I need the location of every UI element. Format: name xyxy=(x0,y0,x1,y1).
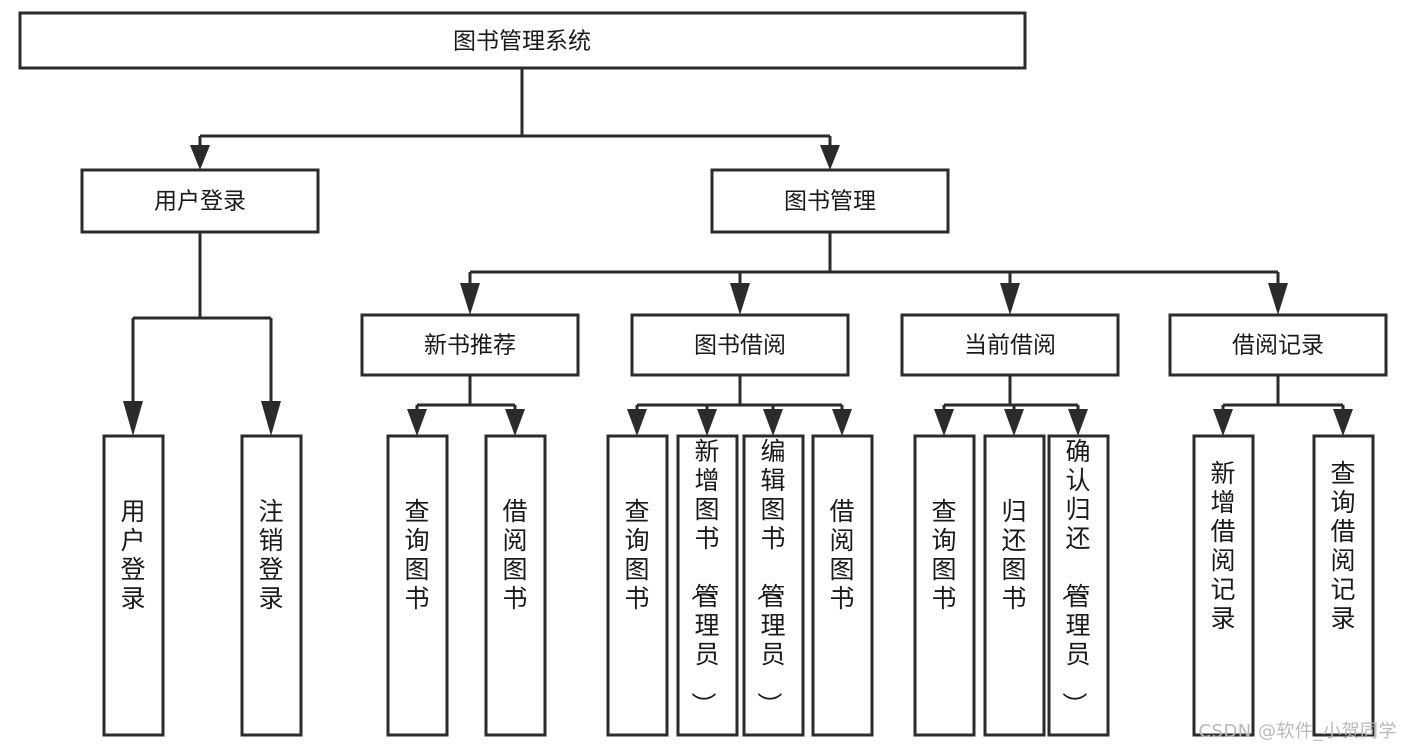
book-borrow-box xyxy=(630,313,850,377)
new-book-recommend-label: 新书推荐 xyxy=(424,333,516,359)
node-leaf-user-login[interactable]: 用户登录 xyxy=(102,434,165,737)
leaf-query-book-3-label: 查询图书 xyxy=(931,497,956,613)
node-user-login[interactable]: 用户登录 xyxy=(80,168,320,234)
root-label: 图书管理系统 xyxy=(453,29,591,55)
leaf-query-book-2-box xyxy=(606,434,669,737)
arrow-to-new-book-recommend xyxy=(460,283,480,315)
node-borrow-record[interactable]: 借阅记录 xyxy=(1168,313,1388,377)
node-leaf-borrow-book-1[interactable]: 借阅图书 xyxy=(484,434,547,737)
arrow-to-leaf-borrow-book-1 xyxy=(505,409,525,436)
leaf-add-book-box xyxy=(676,434,739,737)
leaf-user-login-label: 用户登录 xyxy=(120,497,145,613)
leaf-logout-label: 注销登录 xyxy=(258,497,283,613)
leaf-return-book-label: 归还图书 xyxy=(1001,497,1026,613)
leaf-query-record-label: 查询借阅记录 xyxy=(1330,459,1355,633)
leaf-borrow-book-1-box xyxy=(484,434,547,737)
node-leaf-borrow-book-2[interactable]: 借阅图书 xyxy=(811,434,874,737)
watermark-text: CSDN @软件_小贺同学 xyxy=(1198,721,1397,742)
leaf-confirm-return-box xyxy=(1047,434,1110,737)
current-borrow-box xyxy=(900,313,1120,377)
arrow-to-book-borrow xyxy=(730,283,750,315)
leaf-return-book-box xyxy=(983,434,1046,737)
borrow-record-box xyxy=(1168,313,1388,377)
leaf-borrow-book-2-box xyxy=(811,434,874,737)
node-leaf-query-book-3[interactable]: 查询图书 xyxy=(913,434,976,737)
leaf-add-book-label: 新增图书（管理员） xyxy=(688,437,719,717)
leaf-borrow-book-2-label: 借阅图书 xyxy=(829,497,854,613)
node-leaf-confirm-return[interactable]: 确认归还（管理员） xyxy=(1047,434,1110,737)
node-leaf-add-record[interactable]: 新增借阅记录 xyxy=(1192,434,1255,737)
book-manage-label: 图书管理 xyxy=(784,189,876,215)
leaf-add-record-box xyxy=(1192,434,1255,737)
node-leaf-logout[interactable]: 注销登录 xyxy=(240,434,303,737)
node-root[interactable]: 图书管理系统 xyxy=(18,11,1027,70)
user-login-label: 用户登录 xyxy=(154,189,246,215)
arrow-to-leaf-query-book-3 xyxy=(934,409,954,436)
arrow-to-leaf-logout xyxy=(261,401,281,436)
leaf-query-book-1-box xyxy=(386,434,449,737)
arrow-to-current-borrow xyxy=(1000,283,1020,315)
arrow-to-leaf-borrow-book-2 xyxy=(832,409,852,436)
leaf-query-book-2-label: 查询图书 xyxy=(624,497,649,613)
root-box xyxy=(18,11,1027,70)
current-borrow-label: 当前借阅 xyxy=(964,333,1056,359)
borrow-record-label: 借阅记录 xyxy=(1232,333,1324,359)
user-login-box xyxy=(80,168,320,234)
leaf-logout-box xyxy=(240,434,303,737)
node-book-manage[interactable]: 图书管理 xyxy=(710,168,950,234)
arrow-to-user-login xyxy=(190,145,210,170)
arrow-to-leaf-return-book xyxy=(1004,409,1024,436)
connector-layer xyxy=(123,68,1353,436)
arrow-to-leaf-edit-book xyxy=(763,409,783,436)
arrow-to-borrow-record xyxy=(1268,283,1288,315)
leaf-user-login-box xyxy=(102,434,165,737)
arrow-to-leaf-user-login xyxy=(123,401,143,436)
leaf-edit-book-box xyxy=(742,434,805,737)
node-book-borrow[interactable]: 图书借阅 xyxy=(630,313,850,377)
leaf-confirm-return-label: 确认归还（管理员） xyxy=(1059,437,1090,717)
arrow-to-leaf-add-book xyxy=(697,409,717,436)
leaf-edit-book-label: 编辑图书（管理员） xyxy=(754,437,785,717)
leaf-add-record-label: 新增借阅记录 xyxy=(1210,459,1235,633)
book-manage-box xyxy=(710,168,950,234)
new-book-recommend-box xyxy=(360,313,580,377)
arrow-to-leaf-confirm-return xyxy=(1068,409,1088,436)
arrow-to-leaf-query-book-2 xyxy=(627,409,647,436)
leaf-query-book-1-label: 查询图书 xyxy=(404,497,429,613)
node-current-borrow[interactable]: 当前借阅 xyxy=(900,313,1120,377)
node-leaf-return-book[interactable]: 归还图书 xyxy=(983,434,1046,737)
arrow-to-leaf-query-record xyxy=(1333,409,1353,436)
leaf-borrow-book-1-label: 借阅图书 xyxy=(502,497,527,613)
book-borrow-label: 图书借阅 xyxy=(694,333,786,359)
node-leaf-query-book-2[interactable]: 查询图书 xyxy=(606,434,669,737)
node-leaf-add-book[interactable]: 新增图书（管理员） xyxy=(676,434,739,737)
arrow-to-leaf-query-book-1 xyxy=(407,409,427,436)
arrow-to-book-manage xyxy=(820,145,840,170)
node-leaf-query-book-1[interactable]: 查询图书 xyxy=(386,434,449,737)
leaf-query-record-box xyxy=(1312,434,1375,737)
node-leaf-edit-book[interactable]: 编辑图书（管理员） xyxy=(742,434,805,737)
node-leaf-query-record[interactable]: 查询借阅记录 xyxy=(1312,434,1375,737)
leaf-query-book-3-box xyxy=(913,434,976,737)
arrow-to-leaf-add-record xyxy=(1213,409,1233,436)
node-new-book-recommend[interactable]: 新书推荐 xyxy=(360,313,580,377)
